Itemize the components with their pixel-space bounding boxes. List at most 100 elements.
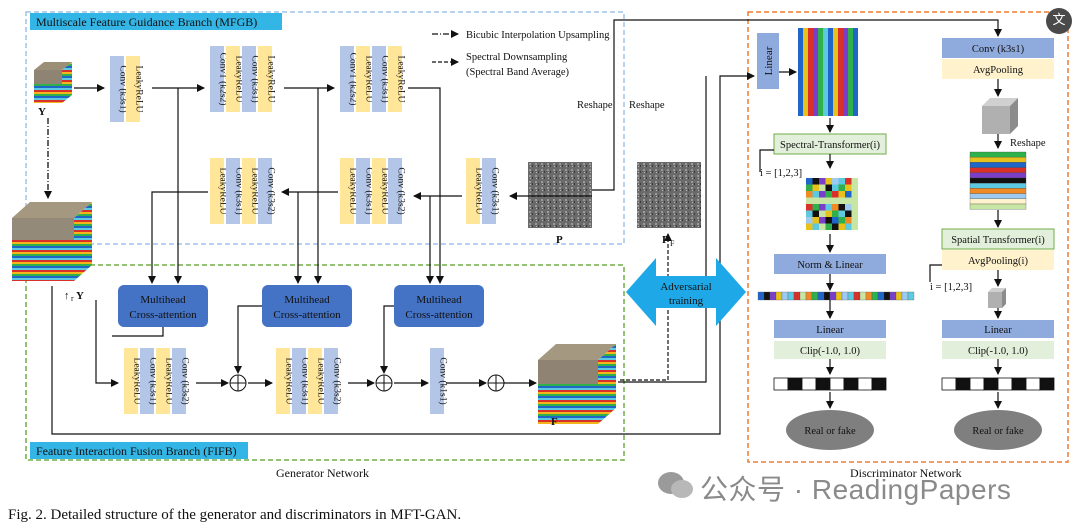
legend-downsampling-1: Spectral Downsampling (466, 52, 568, 63)
spatial-token-row (969, 177, 1027, 184)
translate-icon[interactable]: 文 (1046, 8, 1072, 34)
spectral-transformer: Spectral-Transformer(i) (780, 140, 880, 151)
strip-cell (781, 291, 789, 301)
wechat-logo-icon (658, 472, 693, 498)
layer-label: Conv (k3s2) (332, 357, 343, 404)
fifb-title: Feature Interaction Fusion Branch (FIFB) (36, 444, 237, 458)
grid-cell (838, 204, 845, 211)
generator-connections (51, 19, 1002, 435)
conv-layer (292, 348, 306, 414)
grid-cell (838, 210, 845, 217)
reshape-label-1: Reshape (577, 100, 613, 111)
layer-label: LeakyReLU (132, 358, 142, 405)
output-cell (1039, 377, 1055, 391)
strip-cell (859, 291, 867, 301)
layer-label: LeakyReLU (266, 56, 276, 103)
spectral-attention-grid (806, 178, 858, 230)
spectral-output-strip (773, 377, 887, 391)
grid-cell (845, 184, 852, 191)
grid-cell (819, 217, 826, 224)
strip-cell (757, 291, 765, 301)
grid-cell (825, 204, 832, 211)
conv-layer (110, 56, 124, 122)
spatial-transformer: Spatial Transformer(i) (951, 235, 1045, 246)
output-cell (983, 377, 999, 391)
fifb-title-bg (30, 442, 248, 459)
spatial-discriminator: Conv (k3s1) AvgPooling Reshape Spatial T… (929, 38, 1055, 450)
spectral-token-bar (833, 28, 838, 116)
svg-text:Multihead: Multihead (416, 294, 462, 306)
svg-text:Adversarial: Adversarial (660, 281, 711, 293)
leakyrelu-layer (276, 348, 290, 414)
grid-cell (812, 204, 819, 211)
layer-label: LeakyReLU (234, 56, 244, 103)
grid-cell (851, 184, 858, 191)
grid-cell (812, 217, 819, 224)
spectral-token-bar (808, 28, 813, 116)
mfgb-frame (25, 11, 625, 245)
layer-label: Conv (k1s1) (438, 357, 449, 404)
y-label: Y (38, 106, 46, 118)
svg-text:Multihead: Multihead (284, 294, 330, 306)
strip-cell (823, 291, 831, 301)
block-group-f3: Conv (k1s1) (430, 348, 449, 414)
grid-cell (812, 184, 819, 191)
grid-cell (832, 197, 839, 204)
conv-layer (172, 348, 186, 414)
spectral-token-bar (813, 28, 818, 116)
sum-node-1 (229, 374, 247, 392)
spatial-token-row (969, 198, 1027, 205)
spatial-i-range: i = [1,2,3] (930, 282, 972, 293)
strip-cell (853, 291, 861, 301)
conv-layer (388, 158, 402, 224)
svg-text:Cross-attention: Cross-attention (405, 309, 473, 321)
grid-cell (806, 204, 813, 211)
grid-cell (806, 223, 813, 230)
output-cell (941, 377, 957, 391)
grid-cell (838, 191, 845, 198)
reshape-label-2: Reshape (629, 100, 665, 111)
fused-cube-image (538, 344, 616, 424)
conv-layer (210, 46, 224, 112)
spectral-token-bar (823, 28, 828, 116)
output-cell (1011, 377, 1027, 391)
spatial-token-row (969, 157, 1027, 163)
grid-cell (832, 204, 839, 211)
legend-upsampling: Bicubic Interpolation Upsampling (466, 30, 610, 41)
output-cell (871, 377, 887, 391)
grid-cell (825, 217, 832, 224)
strip-cell (829, 291, 837, 301)
fifb-frame (25, 264, 625, 461)
spatial-token-stack (969, 151, 1027, 210)
leakyrelu-layer (372, 158, 386, 224)
spatial-token-row (969, 151, 1027, 158)
grid-cell (819, 184, 826, 191)
f-label: F (551, 416, 558, 428)
spectral-linear-in: Linear (763, 46, 775, 75)
grid-cell (851, 204, 858, 211)
spectral-token-bar (853, 28, 858, 116)
spectral-token-bar (848, 28, 853, 116)
layer-label: Conv (k3s2) (396, 167, 407, 214)
attention-block-3: Multihead Cross-attention (394, 285, 484, 327)
spectral-clip: Clip(-1.0, 1.0) (800, 346, 861, 357)
strip-cell (907, 291, 915, 301)
grid-cell (832, 178, 839, 185)
sum-node-2 (375, 374, 393, 392)
output-cell (773, 377, 789, 391)
spectral-i-range: i = [1,2,3] (760, 168, 802, 179)
grid-cell (851, 197, 858, 204)
strip-cell (835, 291, 843, 301)
grid-cell (845, 204, 852, 211)
adversarial-training-arrow: Adversarial training (626, 258, 746, 326)
leakyrelu-layer (258, 46, 272, 112)
grid-cell (845, 197, 852, 204)
attention-block-2: Multihead Cross-attention (262, 285, 352, 327)
grid-cell (819, 178, 826, 185)
output-cell (843, 377, 859, 391)
